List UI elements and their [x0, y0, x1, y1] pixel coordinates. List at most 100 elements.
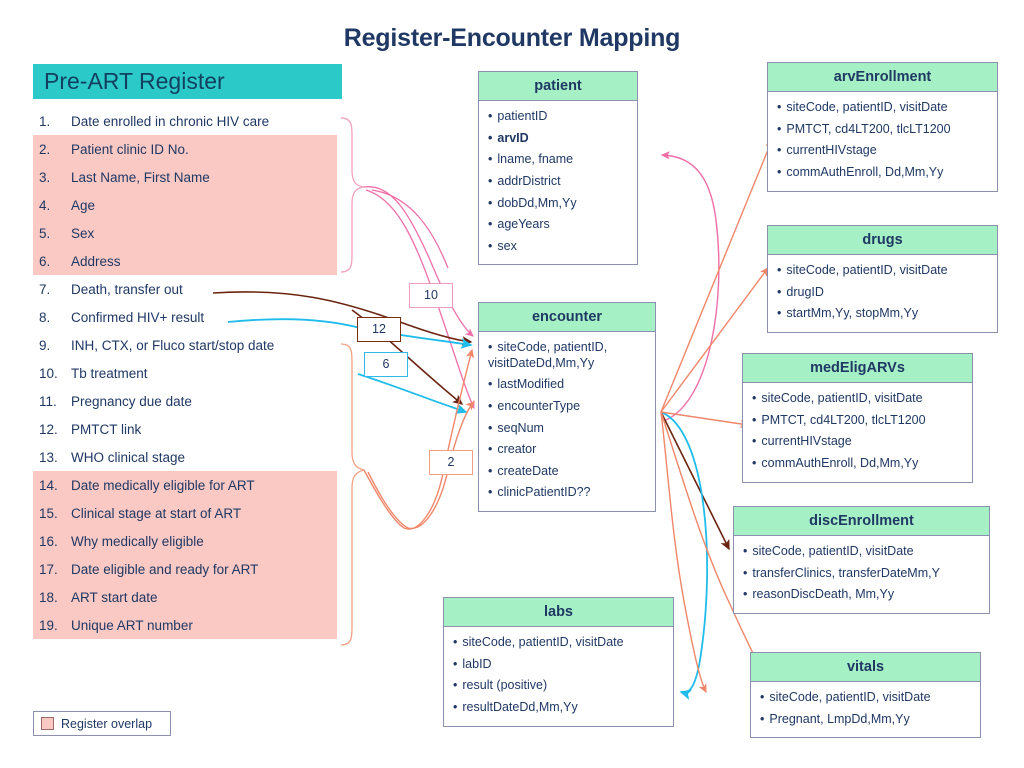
- entity-attribute: commAuthEnroll, Dd,Mm,Yy: [750, 453, 965, 475]
- brace-pink-items-1-6: [340, 117, 365, 273]
- entity-encounter: encounter siteCode, patientID, visitDate…: [478, 302, 656, 512]
- register-item-label: Date medically eligible for ART: [71, 477, 255, 493]
- entity-attribute: patientID: [486, 106, 630, 128]
- register-item-label: Address: [71, 253, 121, 269]
- entity-attribute: PMTCT, cd4LT200, tlcLT1200: [775, 119, 990, 141]
- entity-labs-title: labs: [444, 598, 673, 627]
- entity-attribute: siteCode, patientID, visitDate: [775, 260, 990, 282]
- entity-drugs-attributes: siteCode, patientID, visitDatedrugIDstar…: [768, 255, 997, 332]
- entity-attribute: lname, fname: [486, 149, 630, 171]
- register-item-number: 18.: [39, 589, 58, 605]
- register-item: 18.ART start date: [33, 583, 337, 611]
- register-item: 12.PMTCT link: [33, 415, 337, 443]
- entity-medeligarvs-title: medEligARVs: [743, 354, 972, 383]
- entity-attribute: siteCode, patientID, visitDate: [758, 687, 973, 709]
- register-item: 13. WHO clinical stage: [33, 443, 337, 471]
- register-item: 19. Unique ART number: [33, 611, 337, 639]
- register-header: Pre-ART Register: [33, 64, 342, 99]
- register-item: 11.Pregnancy due date: [33, 387, 337, 415]
- register-item-number: 17.: [39, 561, 58, 577]
- entity-attribute: clinicPatientID??: [486, 482, 648, 504]
- entity-arvenrollment: arvEnrollment siteCode, patientID, visit…: [767, 62, 998, 192]
- entity-attribute: currentHIVstage: [775, 140, 990, 162]
- register-item: 2.Patient clinic ID No.: [33, 135, 337, 163]
- register-item: 7. Death, transfer out: [33, 275, 337, 303]
- register-item-number: 15.: [39, 505, 58, 521]
- register-item: 9. INH, CTX, or Fluco start/stop date: [33, 331, 337, 359]
- legend-swatch-icon: [41, 717, 54, 730]
- entity-attribute: result (positive): [451, 675, 666, 697]
- entity-labs: labs siteCode, patientID, visitDatelabID…: [443, 597, 674, 727]
- connector-label-12: 12: [357, 317, 401, 342]
- entity-vitals-attributes: siteCode, patientID, visitDatePregnant, …: [751, 682, 980, 737]
- register-item-number: 16.: [39, 533, 58, 549]
- connector-label-10: 10: [409, 283, 453, 308]
- register-item-number: 8.: [39, 309, 51, 325]
- wire-pink-encounter-to-patient: [660, 151, 720, 421]
- legend-label: Register overlap: [61, 716, 153, 731]
- register-item-label: Clinical stage at start of ART: [71, 505, 242, 521]
- entity-discenrollment-attributes: siteCode, patientID, visitDatetransferCl…: [734, 536, 989, 613]
- register-item: 5.Sex: [33, 219, 337, 247]
- connector-label-2: 2: [429, 450, 473, 475]
- register-item: 17.Date eligible and ready for ART: [33, 555, 337, 583]
- entity-drugs: drugs siteCode, patientID, visitDatedrug…: [767, 225, 998, 333]
- register-item-label: Sex: [71, 225, 95, 241]
- register-item: 14.Date medically eligible for ART: [33, 471, 337, 499]
- entity-attribute: siteCode, patientID, visitDate: [775, 97, 990, 119]
- register-item-number: 9.: [39, 337, 51, 353]
- wire-brown-encounter-to-discenrollment: [660, 411, 730, 551]
- entity-attribute: PMTCT, cd4LT200, tlcLT1200: [750, 410, 965, 432]
- entity-attribute: seqNum: [486, 418, 648, 440]
- register-item-label: INH, CTX, or Fluco start/stop date: [71, 337, 275, 353]
- register-item: 3.Last Name, First Name: [33, 163, 337, 191]
- register-item-number: 7.: [39, 281, 51, 297]
- entity-attribute: drugID: [775, 282, 990, 304]
- register-item-label: Confirmed HIV+ result: [71, 309, 205, 325]
- page-title: Register-Encounter Mapping: [343, 24, 681, 52]
- connector-label-6: 6: [364, 352, 408, 377]
- register-item-number: 11.: [39, 393, 57, 409]
- register-item: 4.Age: [33, 191, 337, 219]
- register-item-label: Age: [71, 197, 96, 213]
- brace-orange-items-14-19: [340, 343, 365, 646]
- entity-discenrollment: discEnrollment siteCode, patientID, visi…: [733, 506, 990, 614]
- entity-vitals-title: vitals: [751, 653, 980, 682]
- register-item-label: Why medically eligible: [71, 533, 204, 549]
- register-item-number: 13.: [39, 449, 58, 465]
- entity-patient-attributes: patientIDarvIDlname, fnameaddrDistrictdo…: [479, 101, 637, 264]
- entity-attribute: transferClinics, transferDateMm,Y: [741, 563, 982, 585]
- entity-encounter-attributes: siteCode, patientID, visitDateDd,Mm,Yyla…: [479, 332, 655, 511]
- register-item-label: Date enrolled in chronic HIV care: [71, 113, 270, 129]
- entity-attribute: siteCode, patientID, visitDate: [741, 541, 982, 563]
- entity-arvenrollment-attributes: siteCode, patientID, visitDatePMTCT, cd4…: [768, 92, 997, 191]
- register-item: 8. Confirmed HIV+ result: [33, 303, 337, 331]
- entity-attribute: creator: [486, 439, 648, 461]
- register-item: 15. Clinical stage at start of ART: [33, 499, 337, 527]
- entity-attribute: sex: [486, 236, 630, 258]
- register-item-label: Patient clinic ID No.: [71, 141, 189, 157]
- register-item: 10.Tb treatment: [33, 359, 337, 387]
- entity-attribute: addrDistrict: [486, 171, 630, 193]
- register-item-label: Tb treatment: [71, 365, 148, 381]
- register-item-number: 6.: [39, 253, 51, 269]
- entity-attribute: siteCode, patientID, visitDate: [750, 388, 965, 410]
- register-item-number: 19.: [39, 617, 58, 633]
- entity-attribute: currentHIVstage: [750, 431, 965, 453]
- entity-drugs-title: drugs: [768, 226, 997, 255]
- entity-attribute: ageYears: [486, 214, 630, 236]
- entity-patient-title: patient: [479, 72, 637, 101]
- entity-attribute: resultDateDd,Mm,Yy: [451, 697, 666, 719]
- entity-arvenrollment-title: arvEnrollment: [768, 63, 997, 92]
- register-item-label: WHO clinical stage: [71, 449, 186, 465]
- register-item-number: 12.: [39, 421, 58, 437]
- entity-attribute: commAuthEnroll, Dd,Mm,Yy: [775, 162, 990, 184]
- register-item-label: Death, transfer out: [71, 281, 183, 297]
- register-item-label: Unique ART number: [71, 617, 193, 633]
- legend: Register overlap: [33, 711, 171, 736]
- entity-medeligarvs-attributes: siteCode, patientID, visitDatePMTCT, cd4…: [743, 383, 972, 482]
- entity-attribute: encounterType: [486, 396, 648, 418]
- entity-encounter-title: encounter: [479, 303, 655, 332]
- register-item: 16. Why medically eligible: [33, 527, 337, 555]
